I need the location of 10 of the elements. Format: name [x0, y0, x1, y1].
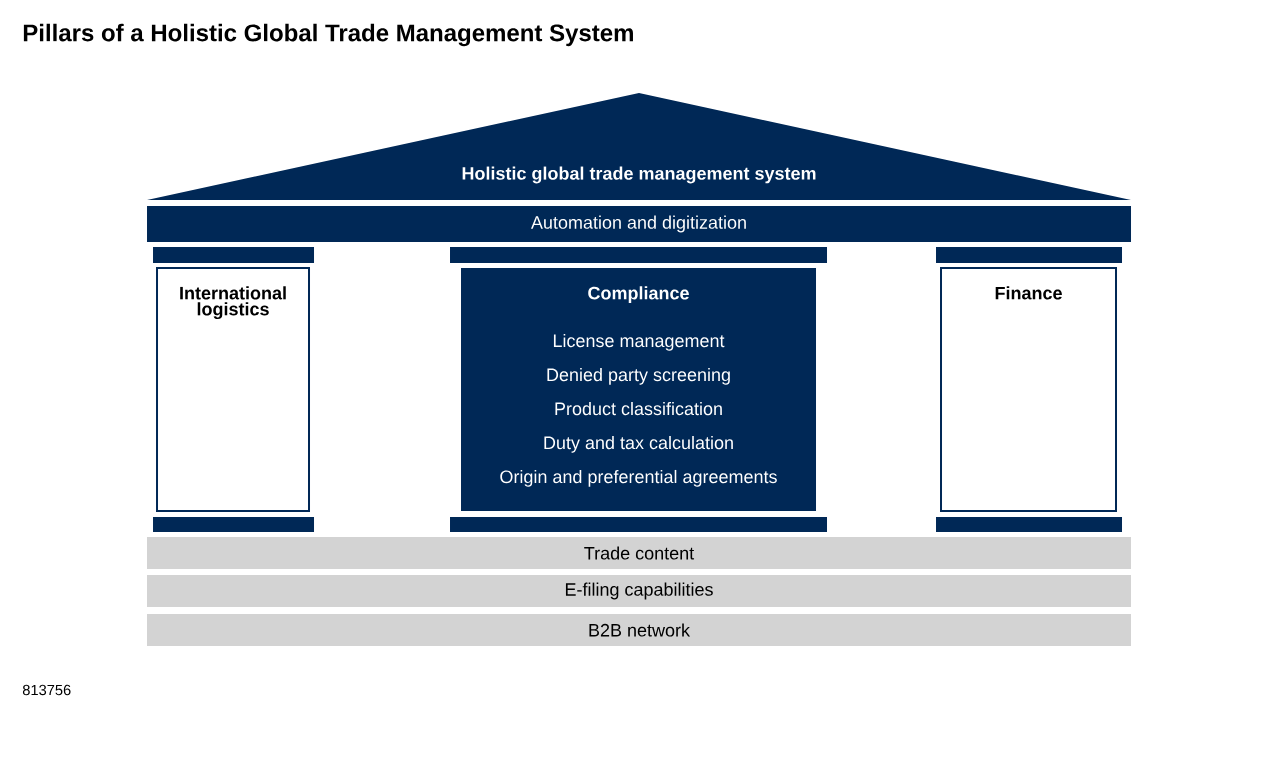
foundation-band: E-filing capabilities [147, 575, 1131, 607]
foundation-band: Trade content [147, 537, 1131, 569]
document-number: 813756 [22, 684, 71, 696]
beam-band: Automation and digitization [147, 206, 1131, 242]
title: Pillars of a Holistic Global Trade Management System [23, 23, 633, 47]
pillar-drawing: Compliance License management Denied party screening Product classification Duty and tax calculation Origin and preferential agreements [450, 247, 827, 532]
pillar-drawing: International logistics [153, 247, 314, 532]
pillar-drawing: Finance [936, 247, 1122, 532]
roof-triangle: Holistic global trade management system [147, 93, 1131, 200]
foundation-band: B2B network [147, 614, 1131, 646]
